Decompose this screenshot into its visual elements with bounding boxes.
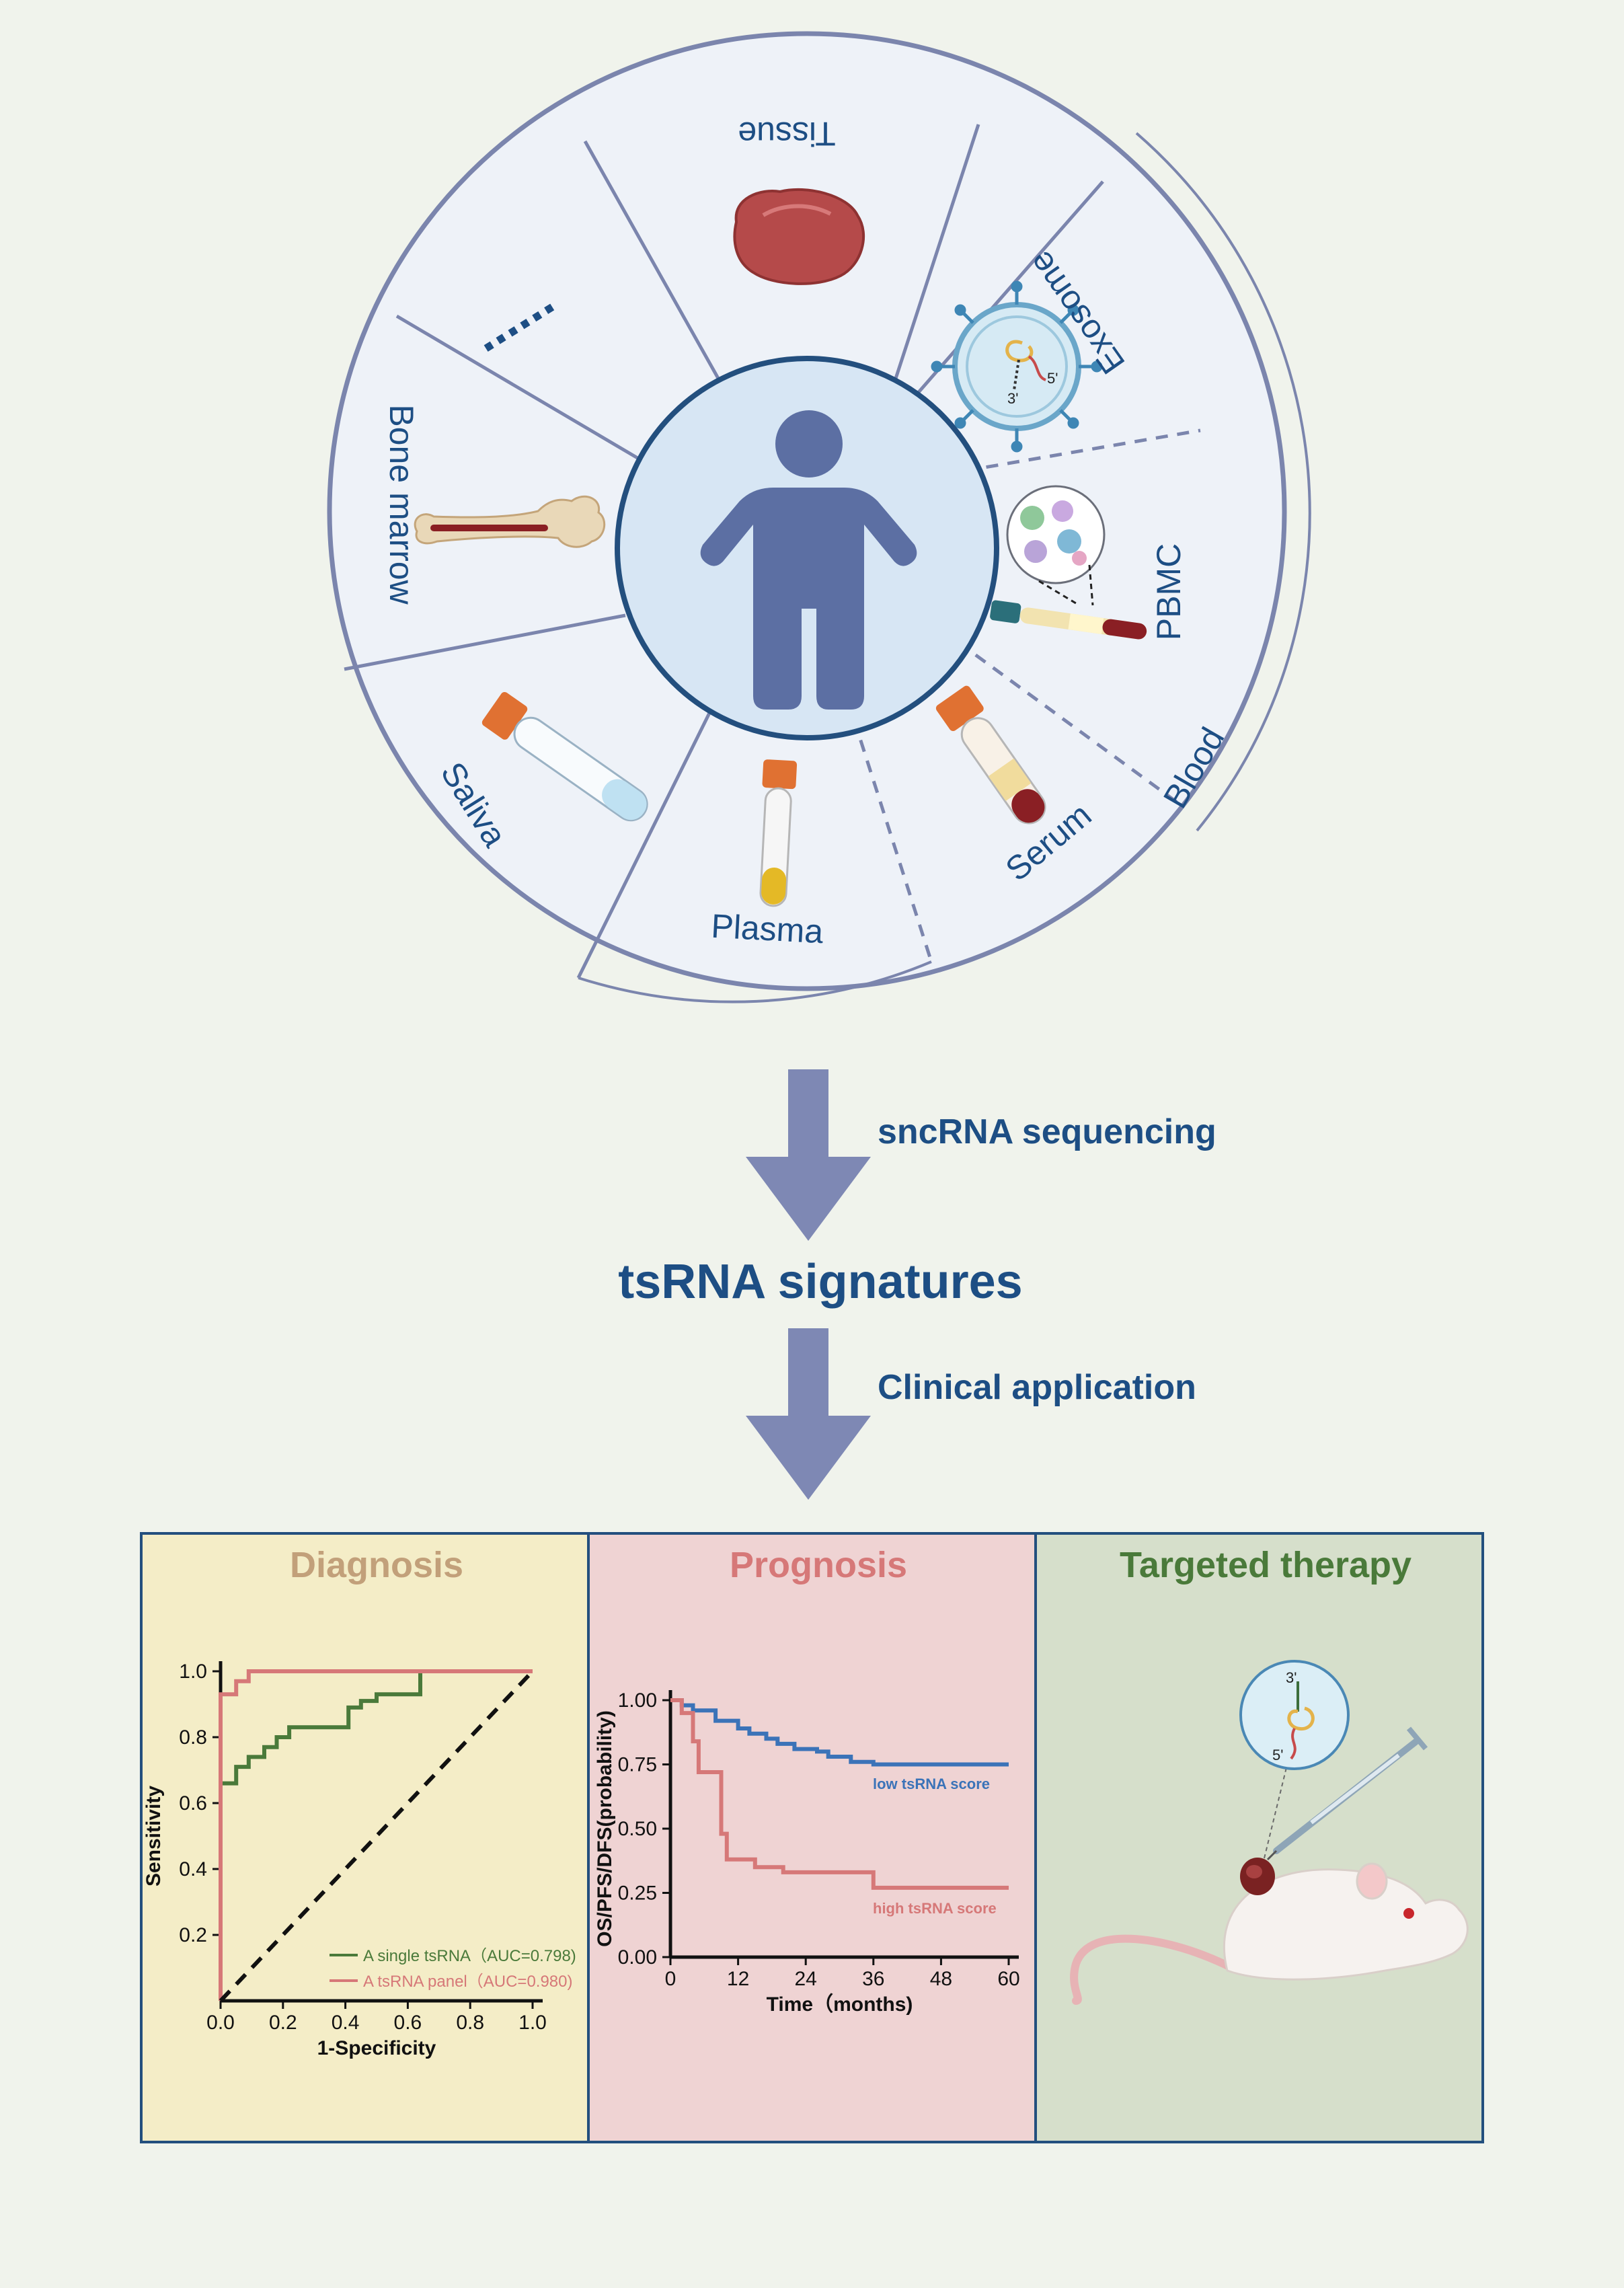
- km-x-tick-label: 36: [862, 1968, 884, 1990]
- rna-zoom-circle: [1239, 1660, 1350, 1770]
- km-series-line-1: [670, 1698, 1009, 1890]
- km-x-tick-label: 48: [930, 1968, 952, 1990]
- segment-label-pbmc: PBMC: [1150, 543, 1188, 640]
- exosome-three-prime: 3': [1007, 390, 1018, 407]
- roc-legend-label: A tsRNA panel（AUC=0.980): [363, 1973, 573, 1991]
- exosome-icon: 5' 3': [931, 280, 1103, 453]
- mouse-body: [1223, 1868, 1469, 1981]
- diagnosis-title: Diagnosis: [290, 1545, 463, 1585]
- step-clinical-label: Clinical application: [878, 1368, 1196, 1407]
- mouse-eye: [1403, 1908, 1414, 1919]
- km-legend-label: high tsRNA score: [873, 1900, 997, 1917]
- survival-x-axis-label: Time（months): [767, 1993, 913, 2016]
- km-y-tick-label: 0.75: [618, 1754, 657, 1776]
- segment-label-bone-marrow: Bone marrow: [383, 404, 420, 605]
- roc-chart: 0.0 0.2 0.4 0.6 0.8 1.0 0.2 0.4 0.6 0.8 1.0 A sing…: [143, 1661, 576, 2059]
- blood-bracket-arc: [1135, 132, 1311, 832]
- roc-x-tick-label: 0.8: [456, 2012, 484, 2034]
- mouse-tail: [1070, 1934, 1235, 2005]
- dash-pbmc-top: [964, 428, 1201, 473]
- serum-tube-icon: [935, 685, 1046, 825]
- km-x-tick-label: 12: [727, 1968, 749, 1990]
- pbmc-tube-icon: [990, 600, 1147, 640]
- plasma-tube-icon: [759, 759, 798, 907]
- spoke-tissue-left: [583, 140, 725, 388]
- km-legend-label: low tsRNA score: [873, 1776, 990, 1792]
- km-x-tick-label: 24: [795, 1968, 817, 1990]
- spoke-bone-marrow-top: [395, 314, 647, 465]
- survival-chart: 0 12 24 36 48 60 0.00 0.25 0.50 0.75 1.00 low tsRN…: [594, 1689, 1020, 2016]
- km-y-tick-label: 1.00: [618, 1689, 657, 1712]
- flow-section: sncRNA sequencing tsRNA signatures Clini…: [618, 1069, 1216, 1500]
- prognosis-title: Prognosis: [730, 1545, 907, 1585]
- exosome-five-prime: 5': [1047, 370, 1058, 387]
- km-y-tick-label: 0.50: [618, 1818, 657, 1840]
- roc-x-tick-label: 0.6: [394, 2012, 422, 2034]
- km-series-line-0: [670, 1698, 1009, 1767]
- mouse-illustration: 3' 5': [1070, 1660, 1469, 2005]
- arrow-down-icon: [746, 1328, 871, 1500]
- roc-series-line-0: [219, 1669, 533, 2001]
- spoke-tissue-right: [891, 124, 980, 387]
- roc-x-axis-label: 1-Specificity: [317, 2037, 436, 2059]
- segment-label-plasma: Plasma: [710, 907, 824, 951]
- panels-row: Diagnosis Prognosis Targeted therapy 0.0…: [140, 1532, 1484, 2143]
- roc-y-tick-label: 0.6: [179, 1792, 207, 1815]
- dash-pbmc-serum: [957, 640, 1185, 809]
- roc-x-tick-label: 0.0: [206, 2012, 235, 2034]
- km-y-tick-label: 0.25: [618, 1882, 657, 1905]
- km-x-tick-label: 60: [997, 1968, 1019, 1990]
- step-sequencing-label: sncRNA sequencing: [878, 1112, 1216, 1151]
- specimen-wheel: ...... 5' 3': [327, 31, 1311, 1003]
- survival-y-axis-label: OS/PFS/DFS(probability): [594, 1710, 616, 1947]
- bone-marrow-icon: [414, 495, 606, 548]
- segment-label-tissue: Tissue: [738, 115, 835, 153]
- mouse-ear: [1356, 1862, 1388, 1900]
- roc-series-line-1: [219, 1669, 533, 2001]
- saliva-tube-icon: [481, 691, 648, 822]
- therapy-title: Targeted therapy: [1120, 1545, 1412, 1585]
- rna-three-prime: 3': [1286, 1669, 1297, 1686]
- prognosis-panel: [588, 1533, 1036, 2142]
- roc-legend-label: A single tsRNA（AUC=0.798): [363, 1947, 576, 1965]
- spoke-plasma: [576, 705, 715, 979]
- person-icon: [700, 410, 917, 710]
- therapy-panel: [1036, 1533, 1483, 2142]
- diagnosis-panel: [141, 1533, 588, 2142]
- spoke-exosome: [913, 180, 1104, 398]
- pbmc-icon: [1006, 485, 1106, 607]
- km-y-tick-label: 0.00: [618, 1946, 657, 1969]
- roc-series-line-2: [219, 1669, 535, 2003]
- rna-five-prime: 5': [1272, 1747, 1283, 1763]
- roc-y-axis-label: Sensitivity: [143, 1786, 165, 1886]
- km-x-tick-label: 0: [665, 1968, 676, 1990]
- roc-x-tick-label: 0.2: [269, 2012, 297, 2034]
- roc-y-tick-label: 0.2: [179, 1924, 207, 1946]
- roc-y-tick-label: 0.8: [179, 1726, 207, 1749]
- tissue-icon: [733, 188, 865, 285]
- spoke-saliva: [344, 613, 626, 671]
- roc-x-tick-label: 1.0: [518, 2012, 547, 2034]
- roc-y-tick-label: 1.0: [179, 1661, 207, 1683]
- result-title: tsRNA signatures: [618, 1255, 1022, 1309]
- inner-bottom-arc: [578, 960, 932, 1003]
- arrow-down-icon: [746, 1069, 871, 1241]
- roc-y-tick-label: 0.4: [179, 1858, 207, 1880]
- roc-x-tick-label: 0.4: [332, 2012, 360, 2034]
